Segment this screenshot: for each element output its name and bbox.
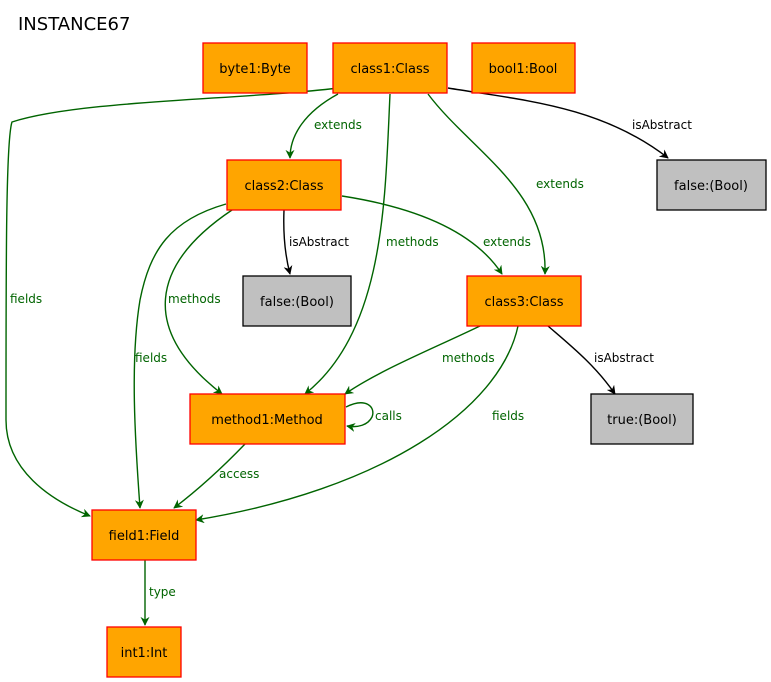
edges xyxy=(5,87,669,626)
node-int1[interactable]: int1:Int xyxy=(106,626,182,678)
diagram-title: INSTANCE67 xyxy=(18,14,130,35)
edge-label: fields xyxy=(135,351,167,365)
node-class1[interactable]: class1:Class xyxy=(332,42,448,94)
edge-label: methods xyxy=(386,235,439,249)
edge-label: isAbstract xyxy=(594,351,654,365)
node-label: field1:Field xyxy=(109,529,180,544)
edge-label: isAbstract xyxy=(632,118,692,132)
node-false1[interactable]: false:(Bool) xyxy=(656,159,767,211)
edge-class1-class3-extends xyxy=(427,93,550,275)
edge-label: methods xyxy=(168,292,221,306)
node-byte1[interactable]: byte1:Byte xyxy=(202,42,308,94)
edge-class3-field1-fields xyxy=(195,325,519,524)
edge-class3-true1-isabstract xyxy=(547,325,616,395)
node-label: int1:Int xyxy=(121,646,168,661)
node-label: false:(Bool) xyxy=(260,295,334,310)
edge-class2-field1-fields xyxy=(133,203,227,509)
edge-label: access xyxy=(219,467,259,481)
edge-class3-method1-methods xyxy=(344,325,481,395)
node-label: byte1:Byte xyxy=(219,62,290,77)
node-class2[interactable]: class2:Class xyxy=(226,159,342,211)
node-label: class3:Class xyxy=(484,295,563,310)
node-false2[interactable]: false:(Bool) xyxy=(242,275,352,327)
node-field1[interactable]: field1:Field xyxy=(91,509,197,561)
node-label: bool1:Bool xyxy=(489,62,558,77)
node-label: false:(Bool) xyxy=(674,179,748,194)
edge-label: extends xyxy=(536,177,584,191)
edge-class2-method1-methods xyxy=(164,209,233,395)
node-true1[interactable]: true:(Bool) xyxy=(590,393,694,445)
edge-class2-false2-isabstract xyxy=(283,209,293,275)
node-method1[interactable]: method1:Method xyxy=(189,393,346,445)
edge-label: calls xyxy=(375,409,402,423)
edge-label: methods xyxy=(442,351,495,365)
node-label: class1:Class xyxy=(350,62,429,77)
edge-label: fields xyxy=(492,409,524,423)
edge-method1-method1-calls xyxy=(345,402,374,432)
edge-label: type xyxy=(149,585,176,599)
node-bool1[interactable]: bool1:Bool xyxy=(471,42,576,94)
node-label: method1:Method xyxy=(211,413,323,428)
edge-label: isAbstract xyxy=(289,235,349,249)
edge-class2-class3-extends xyxy=(341,195,503,275)
nodes: byte1:Byte class1:Class bool1:Bool class… xyxy=(91,42,767,678)
edge-class1-method1-methods xyxy=(304,93,391,395)
node-label: class2:Class xyxy=(244,179,323,194)
edge-label: extends xyxy=(314,118,362,132)
edge-class1-class2-extends xyxy=(285,93,339,159)
node-label: true:(Bool) xyxy=(607,413,677,428)
edge-method1-field1-access xyxy=(173,443,246,509)
node-class3[interactable]: class3:Class xyxy=(466,275,582,327)
edge-label: extends xyxy=(483,235,531,249)
edge-labels: extends extends isAbstract methods field… xyxy=(10,118,692,599)
edge-class1-field1-fields xyxy=(5,87,339,518)
edge-label: fields xyxy=(10,292,42,306)
